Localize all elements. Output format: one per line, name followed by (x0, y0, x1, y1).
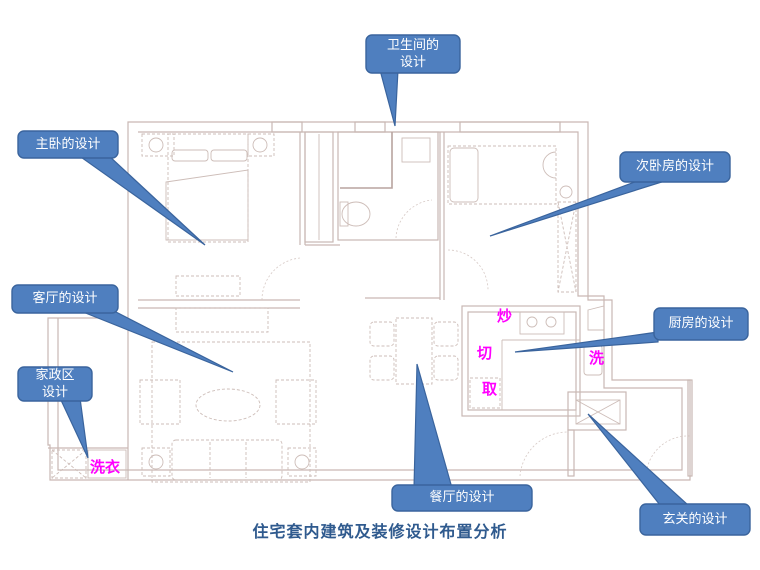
callout-bathroom-line2: 设计 (399, 55, 426, 70)
callout-housekeeping-line1: 家政区 (35, 368, 75, 383)
callout-housekeeping: 家政区 设计 (18, 367, 92, 401)
bathroom-plan (337, 131, 439, 241)
callout-second-bedroom-shape (489, 151, 731, 237)
callout-entrance: 玄关的设计 (662, 512, 728, 527)
callout-master-bedroom: 主卧的设计 (35, 137, 101, 152)
wardrobe-plan (304, 131, 334, 243)
callout-living-room: 客厅的设计 (32, 291, 98, 306)
living-room-plan (138, 297, 440, 483)
callout-dining-shape (391, 363, 533, 512)
dining-room-plan (369, 317, 459, 385)
kitchen-label-wash: 洗 (589, 349, 605, 367)
callout-second-bedroom: 次卧房的设计 (635, 159, 714, 174)
callout-bathroom-line1: 卫生间的 (386, 38, 439, 53)
callout-housekeeping-shape (17, 366, 93, 459)
page-title: 住宅套内建筑及装修设计布置分析 (252, 522, 508, 541)
callout-dining: 餐厅的设计 (429, 490, 495, 505)
callout-kitchen: 厨房的设计 (668, 316, 734, 331)
kitchen-label-fry: 炒 (497, 307, 513, 325)
kitchen-plan (461, 305, 605, 417)
entrance-plan (519, 379, 693, 477)
callout-bathroom-shape (365, 34, 461, 127)
callout-entrance-shape (587, 413, 751, 536)
callout-kitchen-shape (514, 307, 749, 353)
callout-living-room-shape (11, 284, 234, 373)
kitchen-label-take: 取 (482, 380, 498, 398)
master-bedroom-plan (138, 132, 340, 301)
outer-walls (47, 121, 691, 481)
kitchen-label-cut: 切 (477, 344, 493, 362)
housekeeping-plan (48, 320, 129, 480)
callout-bathroom: 卫生间的 设计 (366, 37, 460, 71)
second-bedroom-plan (439, 132, 577, 300)
laundry-label: 洗衣 (90, 458, 121, 476)
callout-master-bedroom-shape (17, 130, 206, 246)
callout-housekeeping-line2: 设计 (41, 385, 68, 400)
